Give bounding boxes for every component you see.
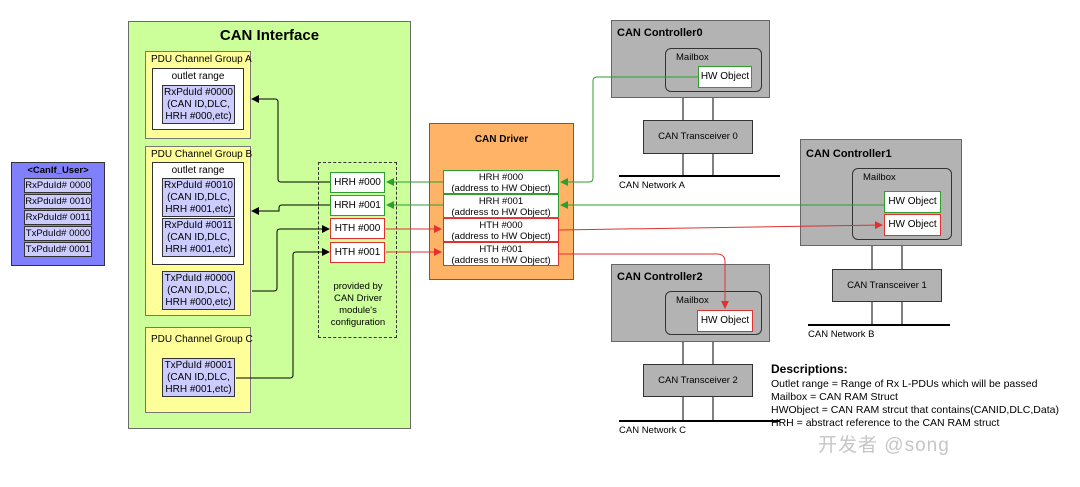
link-txpdu0001-to-hth001 <box>236 248 330 379</box>
user-item-tx-0001: TxPduId# 0001 <box>24 242 92 257</box>
rx-pdu-0010-label: RxPduId #0010 (CAN ID,DLC, HRH #001,etc) <box>164 179 233 215</box>
can-transceiver-1: CAN Transceiver 1 <box>832 269 942 302</box>
tx-pdu-0000-label: TxPduId #0000 (CAN ID,DLC, HRH #000,etc) <box>164 272 233 308</box>
hw-handles-dashed-box <box>318 162 397 338</box>
group-b-title: PDU Channel Group B <box>151 149 253 160</box>
description-line-1: Outlet range = Range of Rx L-PDUs which … <box>771 378 1038 390</box>
link-txpdu0000-to-hth000 <box>252 225 330 292</box>
controller-0-mailbox-label: Mailbox <box>676 52 709 63</box>
description-line-3: HWObject = CAN RAM strcut that contains(… <box>771 404 1059 416</box>
watermark: 开发者 @song <box>818 435 950 456</box>
description-line-2: Mailbox = CAN RAM Struct <box>771 391 898 403</box>
hth-001-box: HTH #001 <box>330 242 385 263</box>
descriptions-title: Descriptions: <box>771 362 848 376</box>
controller-2-title: CAN Controller2 <box>617 271 703 283</box>
driver-hrh-001: HRH #001 (address to HW Object) <box>443 194 559 218</box>
hrh-000-box: HRH #000 <box>330 172 385 193</box>
rx-pdu-0011-label: RxPduId #0011 (CAN ID,DLC, HRH #001,etc) <box>164 219 233 255</box>
hrh-001-box: HRH #001 <box>330 195 385 216</box>
link-hrh001-to-rxpdu0010 <box>251 204 330 215</box>
description-line-4: HRH = abstract reference to the CAN RAM … <box>771 417 1000 429</box>
hth-000-box: HTH #000 <box>330 218 385 239</box>
link-hrh000-to-rxpdu0000 <box>251 95 330 183</box>
can-network-b-label: CAN Network B <box>808 329 875 340</box>
can-network-c-label: CAN Network C <box>619 425 687 436</box>
handles-note: provided by CAN Driver module's configur… <box>330 281 386 328</box>
controller-2-hw-object: HW Object <box>697 310 753 332</box>
user-item-tx-0000: TxPduId# 0000 <box>24 226 92 241</box>
canif-user-title: <CanIf_User> <box>27 165 89 176</box>
tx-pdu-0001: TxPduId #0001 (CAN ID,DLC, HRH #001,etc) <box>162 358 235 397</box>
group-a-outlet-label: outlet range <box>171 71 225 82</box>
controller-1-hw-object-rx: HW Object <box>884 191 941 213</box>
driver-hrh-000: HRH #000 (address to HW Object) <box>443 170 559 194</box>
driver-hth-000: HTH #000 (address to HW Object) <box>443 218 559 242</box>
user-item-rx-0010: RxPduId# 0010 <box>24 194 92 209</box>
controller-1-title: CAN Controller1 <box>806 148 892 160</box>
controller-0-hw-object: HW Object <box>698 66 752 88</box>
can-driver-title: CAN Driver <box>474 134 529 145</box>
user-item-rx-0011: RxPduId# 0011 <box>24 210 92 225</box>
can-transceiver-2: CAN Transceiver 2 <box>643 364 753 397</box>
can-network-a-label: CAN Network A <box>619 180 685 191</box>
rx-pdu-0000: RxPduId #0000 (CAN ID,DLC, HRH #000,etc) <box>162 85 235 124</box>
controller-1-mailbox-label: Mailbox <box>863 172 896 183</box>
driver-hth-001: HTH #001 (address to HW Object) <box>443 242 559 266</box>
tx-pdu-0001-label: TxPduId #0001 (CAN ID,DLC, HRH #001,etc) <box>164 359 233 395</box>
link-ctrl0-hwobj-to-driver <box>560 76 698 186</box>
group-b-outlet-label: outlet range <box>171 165 225 176</box>
controller-2-mailbox-label: Mailbox <box>676 295 709 306</box>
rx-pdu-0011: RxPduId #0011 (CAN ID,DLC, HRH #001,etc) <box>162 218 235 257</box>
can-transceiver-0: CAN Transceiver 0 <box>643 120 753 154</box>
link-driver-to-ctrl1-hwobj <box>558 221 883 231</box>
user-item-rx-0000: RxPduId# 0000 <box>24 178 92 193</box>
can-interface-title: CAN Interface <box>219 27 320 44</box>
group-a-title: PDU Channel Group A <box>151 54 252 65</box>
group-c-title: PDU Channel Group C <box>151 334 253 345</box>
controller-0-title: CAN Controller0 <box>617 27 703 39</box>
rx-pdu-0000-label: RxPduId #0000 (CAN ID,DLC, HRH #000,etc) <box>164 86 233 122</box>
tx-pdu-0000: TxPduId #0000 (CAN ID,DLC, HRH #000,etc) <box>162 271 235 310</box>
controller-1-hw-object-tx: HW Object <box>884 214 941 236</box>
link-driver-to-ctrl2-hwobj <box>559 253 729 309</box>
rx-pdu-0010: RxPduId #0010 (CAN ID,DLC, HRH #001,etc) <box>162 178 235 217</box>
